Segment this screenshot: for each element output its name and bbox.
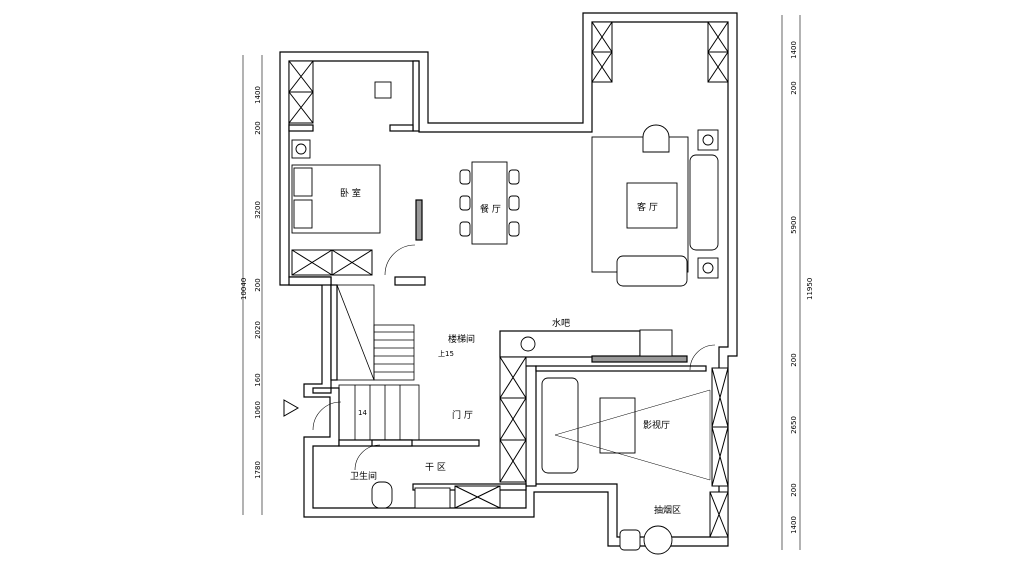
room-label-foyer: 门 厅 — [452, 409, 473, 421]
room-label-stair-room: 楼梯间 — [448, 333, 475, 345]
left-dims-label: 160 — [254, 373, 262, 386]
door-swings — [312, 244, 716, 471]
left-dims-label: 3200 — [254, 201, 262, 219]
furniture — [291, 81, 719, 555]
projector-cone — [554, 389, 711, 481]
left-dims-label: 1060 — [254, 401, 262, 419]
stair-14-label: 14 — [358, 409, 367, 417]
left-dims-label: 200 — [254, 278, 262, 291]
dimension-lines — [242, 15, 801, 550]
room-label-theater: 影视厅 — [643, 419, 670, 431]
cabinets — [288, 21, 729, 538]
left-dims-label: 1400 — [254, 86, 262, 104]
stair-up-label: 上15 — [438, 349, 454, 358]
left-dims-label: 2020 — [254, 321, 262, 339]
entry-arrow-icon — [283, 399, 300, 417]
left-total-dimension: 10040 — [240, 278, 248, 300]
stairs — [336, 284, 420, 441]
room-label-bathroom: 卫生间 — [350, 470, 377, 482]
left-dims-label: 1780 — [254, 461, 262, 479]
right-dims-label: 200 — [790, 81, 798, 94]
left-dims-label: 200 — [254, 121, 262, 134]
left-dimension-labels: 1400 200 3200 200 2020 160 1060 1780 — [254, 86, 262, 479]
room-label-water-bar: 水吧 — [552, 317, 570, 329]
right-dims-label: 200 — [790, 353, 798, 366]
right-dims-label: 2650 — [790, 416, 798, 434]
room-label-dry-zone: 干 区 — [425, 462, 446, 473]
room-label-dining: 餐 厅 — [480, 203, 501, 215]
right-dims-label: 200 — [790, 483, 798, 496]
right-total-dimension: 11950 — [806, 278, 814, 300]
right-dims-label: 1400 — [790, 41, 798, 59]
right-dimension-labels: 1400 200 5900 200 2650 200 1400 — [790, 41, 798, 534]
room-label-bedroom: 卧 室 — [340, 187, 361, 199]
right-dims-label: 1400 — [790, 516, 798, 534]
room-labels: 卧 室 餐 厅 客 厅 楼梯间 水吧 门 厅 影视厅 干 区 卫生间 抽烟区 上… — [340, 187, 681, 516]
room-label-smoking: 抽烟区 — [654, 504, 681, 516]
right-dims-label: 5900 — [790, 216, 798, 234]
room-label-living: 客 厅 — [637, 201, 658, 213]
